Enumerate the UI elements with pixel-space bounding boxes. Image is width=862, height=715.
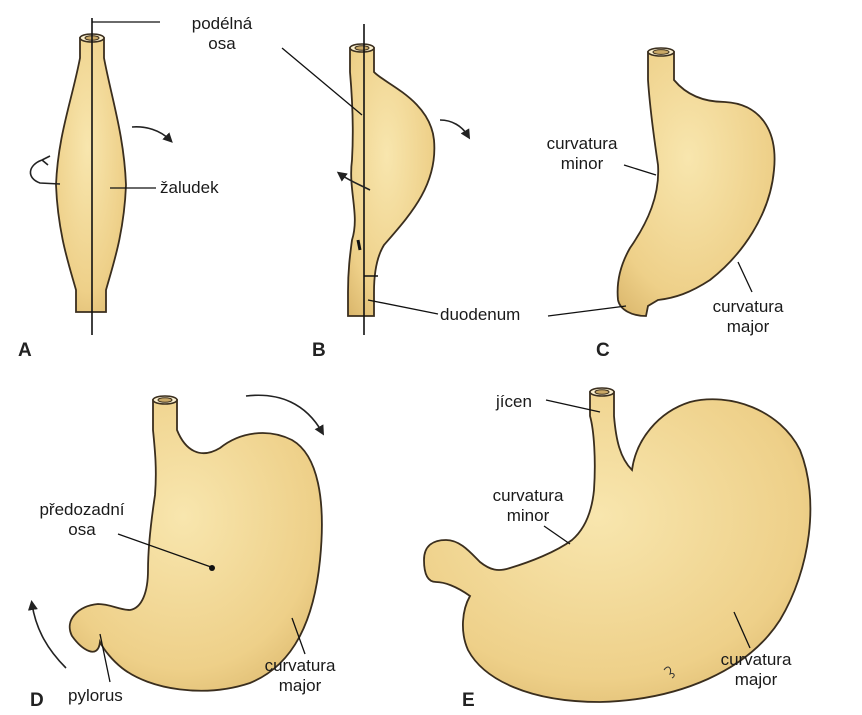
label-curvatura-minor-c-line-2: minor [560,154,604,173]
rotation-arrow-b-left [336,171,371,191]
anteroposterior-axis-point [209,565,215,571]
panel-letter-c: C [596,340,610,361]
rotation-arrow-a-right [131,126,173,143]
label-curvatura-minor-e: curvatura minor [480,486,576,526]
label-curvatura-minor-e-line-1: curvatura [492,486,564,505]
label-curvatura-major-e-line-1: curvatura [720,650,792,669]
label-duodenum: duodenum [440,305,521,324]
label-zaludek: žaludek [160,178,219,197]
stomach-stage-a [29,18,173,335]
label-curvatura-major-c-line-1: curvatura [712,297,784,316]
rotation-arrow-d-top [245,394,324,436]
label-curvatura-minor-e-line-2: minor [506,506,550,525]
label-curvatura-minor-c-line-1: curvatura [546,134,618,153]
panel-letter-d: D [30,690,44,711]
panel-letter-a: A [18,340,32,361]
label-jicen: jícen [496,392,532,411]
label-curvatura-minor-c: curvatura minor [534,134,630,174]
label-curvatura-major-e-line-2: major [734,670,778,689]
label-podelna-osa-line-2: osa [208,34,236,53]
panel-letter-b: B [312,340,326,361]
rotation-arrow-d-left [27,600,67,669]
rotation-arrow-b-right [439,119,471,140]
label-predozadni-osa-line-2: osa [68,520,96,539]
panel-letter-e: E [462,690,475,711]
stomach-stage-e [423,387,812,703]
stomach-stage-d [27,394,324,692]
label-predozadni-osa: předozadní osa [34,500,130,540]
label-predozadni-osa-line-1: předozadní [39,500,125,519]
label-curvatura-major-d-line-2: major [278,676,322,695]
label-curvatura-major-e: curvatura major [706,650,806,690]
label-podelna-osa: podélná osa [182,14,262,54]
label-curvatura-major-c-line-2: major [726,317,770,336]
label-podelna-osa-line-1: podélná [191,14,253,33]
rotation-arrow-a-left [29,159,61,185]
label-curvatura-major-d: curvatura major [250,656,350,696]
stomach-stage-c [616,47,776,317]
leader-podelna-osa [281,47,363,116]
label-curvatura-major-c: curvatura major [698,297,798,337]
label-pylorus: pylorus [68,686,123,705]
label-curvatura-major-d-line-1: curvatura [264,656,336,675]
stomach-stage-b [336,24,471,335]
